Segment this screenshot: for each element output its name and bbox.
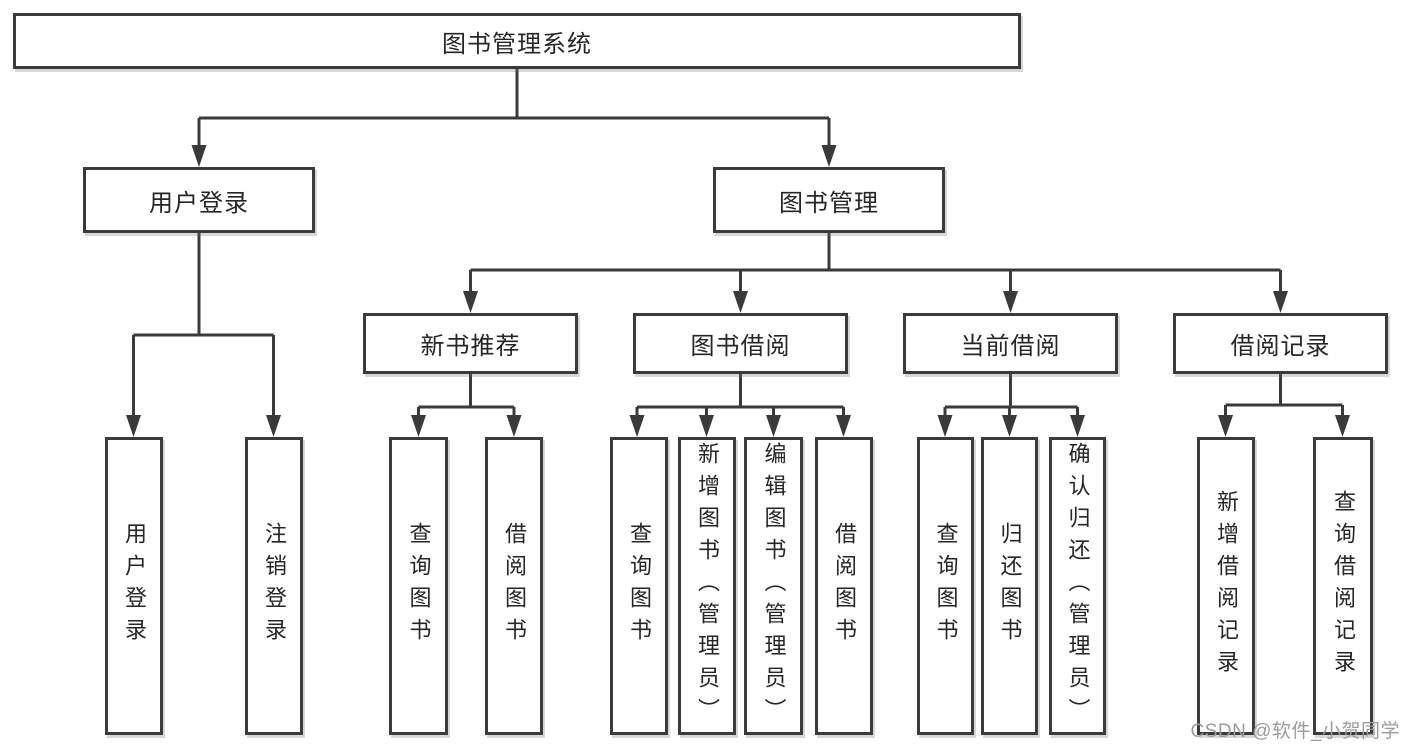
leaf-add-book-admin: 新增图书（管理员） <box>678 437 736 735</box>
node-book-borrow: 图书借阅 <box>633 313 848 374</box>
leaf-confirm-return-admin: 确认归还（管理员） <box>1049 437 1106 735</box>
leaf-logout: 注销登录 <box>245 437 303 735</box>
leaf-return-book: 归还图书 <box>981 437 1038 735</box>
node-book-management: 图书管理 <box>713 167 945 233</box>
leaf-query-borrow-record: 查询借阅记录 <box>1313 437 1373 735</box>
leaf-query-book-current: 查询图书 <box>917 437 974 735</box>
leaf-edit-book-admin: 编辑图书（管理员） <box>744 437 803 735</box>
leaf-borrow-book-recommend: 借阅图书 <box>485 437 543 735</box>
leaf-add-borrow-record: 新增借阅记录 <box>1197 437 1255 735</box>
edge-currentborrow-children <box>943 374 1079 417</box>
edge-bookmgmt-children <box>469 233 1282 294</box>
edge-root-to-level2 <box>197 69 831 148</box>
leaf-query-book-recommend: 查询图书 <box>389 437 448 735</box>
node-root-library-system: 图书管理系统 <box>13 13 1021 69</box>
node-new-book-recommend: 新书推荐 <box>363 313 578 374</box>
leaf-query-book-borrow: 查询图书 <box>610 437 668 735</box>
leaf-borrow-book: 借阅图书 <box>815 437 873 735</box>
csdn-watermark: CSDN @软件_小贺同学 <box>1190 721 1400 742</box>
node-current-borrow: 当前借阅 <box>903 313 1118 374</box>
edge-userlogin-children <box>132 233 275 417</box>
edge-bookborrow-children <box>635 374 845 417</box>
edge-newbook-children <box>417 374 516 417</box>
leaf-user-login: 用户登录 <box>105 437 163 735</box>
edge-borrowrecord-children <box>1224 374 1344 417</box>
node-user-login: 用户登录 <box>83 167 315 233</box>
node-borrow-records: 借阅记录 <box>1173 313 1388 374</box>
